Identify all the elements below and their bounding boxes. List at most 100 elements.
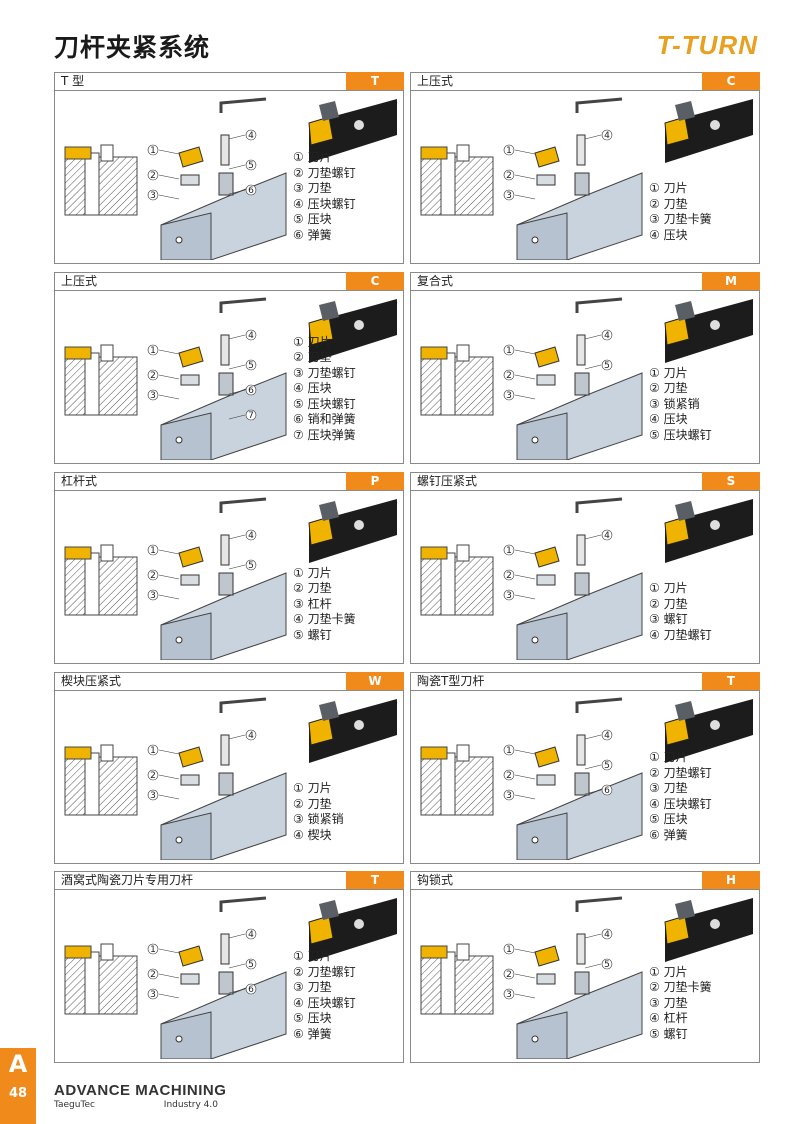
holder-photo bbox=[664, 299, 753, 363]
part-item: ⑥ 弹簧 bbox=[293, 1026, 332, 1041]
svg-text:4: 4 bbox=[604, 131, 610, 141]
panel-header: 杠杆式 P bbox=[55, 472, 404, 491]
panel-header: T 型 T bbox=[55, 72, 404, 91]
svg-text:3: 3 bbox=[506, 791, 512, 801]
panel-code-badge: S bbox=[702, 472, 760, 490]
panel-title: 上压式 bbox=[417, 74, 454, 88]
exploded-diagram: 1 2 3 4 5 bbox=[64, 497, 287, 660]
svg-text:4: 4 bbox=[604, 331, 610, 341]
footer-tagline: Industry 4.0 bbox=[163, 1100, 218, 1110]
part-item: ② 刀垫 bbox=[649, 196, 688, 211]
exploded-diagram: 1 2 3 4 5 6 bbox=[420, 697, 643, 860]
svg-text:3: 3 bbox=[150, 591, 156, 601]
panel-code-badge: W bbox=[346, 672, 404, 690]
part-item: ⑤ 螺钉 bbox=[293, 627, 332, 642]
clamp-panel: 上压式 C 1 2 3 bbox=[410, 72, 760, 264]
svg-text:4: 4 bbox=[248, 731, 254, 741]
svg-text:2: 2 bbox=[506, 771, 512, 781]
svg-text:6: 6 bbox=[248, 985, 254, 995]
section-tab bbox=[0, 1048, 36, 1124]
panel-title: 螺钉压紧式 bbox=[417, 474, 478, 488]
svg-text:2: 2 bbox=[506, 970, 512, 980]
part-item: ③ 锁紧销 bbox=[293, 812, 344, 826]
svg-text:2: 2 bbox=[506, 171, 512, 181]
clamp-panel: 杠杆式 P 1 2 3 bbox=[54, 472, 404, 664]
part-item: ① 刀片 bbox=[649, 581, 688, 595]
panel-code-badge: T bbox=[702, 672, 760, 690]
panel-title: 酒窝式陶瓷刀片专用刀杆 bbox=[61, 873, 194, 887]
panel-code-badge: C bbox=[346, 272, 404, 290]
svg-text:1: 1 bbox=[506, 746, 512, 756]
part-item: ② 刀垫螺钉 bbox=[293, 964, 356, 979]
svg-text:6: 6 bbox=[248, 186, 254, 196]
exploded-diagram: 1 2 3 4 5 6 bbox=[64, 97, 287, 260]
panel-title: 上压式 bbox=[61, 274, 98, 288]
svg-text:5: 5 bbox=[604, 361, 610, 371]
svg-text:1: 1 bbox=[506, 346, 512, 356]
section-letter: A bbox=[8, 1050, 28, 1078]
holder-photo bbox=[308, 699, 397, 763]
part-item: ⑦ 压块弹簧 bbox=[293, 427, 356, 442]
exploded-diagram: 1 2 3 4 5 bbox=[420, 896, 643, 1059]
panel-header: 螺钉压紧式 S bbox=[411, 472, 760, 491]
svg-text:1: 1 bbox=[150, 546, 156, 556]
clamp-panel: 螺钉压紧式 S 1 2 bbox=[410, 472, 760, 664]
clamp-panel: 上压式 C 1 2 3 bbox=[54, 272, 404, 464]
svg-text:5: 5 bbox=[248, 561, 254, 571]
exploded-diagram: 1 2 3 4 5 6 7 bbox=[64, 297, 287, 460]
part-item: ③ 锁紧销 bbox=[649, 396, 700, 411]
panel-code-badge: C bbox=[702, 72, 760, 90]
svg-text:3: 3 bbox=[506, 591, 512, 601]
brand-logo: T-TURN bbox=[656, 30, 758, 60]
holder-photo bbox=[308, 898, 397, 962]
part-item: ② 刀垫卡簧 bbox=[649, 980, 712, 994]
panel-header: 陶瓷T型刀杆 T bbox=[411, 672, 760, 691]
part-item: ① 刀片 bbox=[649, 964, 688, 979]
svg-text:4: 4 bbox=[248, 331, 254, 341]
part-item: ④ 压块 bbox=[649, 412, 688, 426]
part-item: ③ 螺钉 bbox=[649, 612, 688, 626]
exploded-diagram: 1 2 3 4 5 6 bbox=[64, 896, 287, 1059]
part-item: ④ 压块螺钉 bbox=[293, 196, 356, 211]
svg-text:4: 4 bbox=[248, 930, 254, 940]
panel-code-badge: T bbox=[346, 72, 404, 90]
footer-maker: TaeguTec bbox=[54, 1100, 95, 1110]
panel-title: 陶瓷T型刀杆 bbox=[417, 674, 485, 688]
svg-text:3: 3 bbox=[150, 791, 156, 801]
svg-text:3: 3 bbox=[506, 391, 512, 401]
part-item: ④ 刀垫卡簧 bbox=[293, 612, 356, 626]
part-item: ⑤ 压块 bbox=[649, 812, 688, 826]
panel-code-badge: H bbox=[702, 871, 760, 889]
svg-text:5: 5 bbox=[604, 960, 610, 970]
exploded-diagram: 1 2 3 4 bbox=[420, 497, 643, 660]
part-item: ② 刀垫 bbox=[293, 350, 332, 364]
panel-code-badge: P bbox=[346, 472, 404, 490]
svg-text:2: 2 bbox=[506, 371, 512, 381]
panel-header: 酒窝式陶瓷刀片专用刀杆 T bbox=[55, 871, 404, 890]
holder-photo bbox=[664, 898, 753, 962]
footer-sub: TaeguTec Industry 4.0 bbox=[54, 1100, 218, 1110]
svg-text:3: 3 bbox=[506, 191, 512, 201]
part-item: ② 刀垫 bbox=[293, 581, 332, 595]
footer-logo: ADVANCE MACHINING bbox=[54, 1082, 227, 1099]
clamp-panel: 陶瓷T型刀杆 T 1 2 bbox=[410, 672, 760, 864]
part-item: ⑤ 压块螺钉 bbox=[293, 396, 356, 411]
svg-text:5: 5 bbox=[248, 161, 254, 171]
page-title: 刀杆夹紧系统 bbox=[54, 33, 211, 62]
svg-text:5: 5 bbox=[604, 761, 610, 771]
svg-text:5: 5 bbox=[248, 960, 254, 970]
clamp-panel: 复合式 M 1 2 3 bbox=[410, 272, 760, 464]
part-item: ④ 压块 bbox=[293, 381, 332, 395]
part-item: ② 刀垫螺钉 bbox=[293, 165, 356, 180]
part-item: ① 刀片 bbox=[293, 150, 332, 164]
exploded-diagram: 1 2 3 4 bbox=[420, 97, 643, 260]
part-item: ② 刀垫 bbox=[649, 596, 688, 611]
svg-text:2: 2 bbox=[150, 771, 156, 781]
part-item: ① 刀片 bbox=[293, 781, 332, 795]
panel-title: 楔块压紧式 bbox=[61, 674, 122, 688]
panel-header: 上压式 C bbox=[55, 272, 404, 291]
